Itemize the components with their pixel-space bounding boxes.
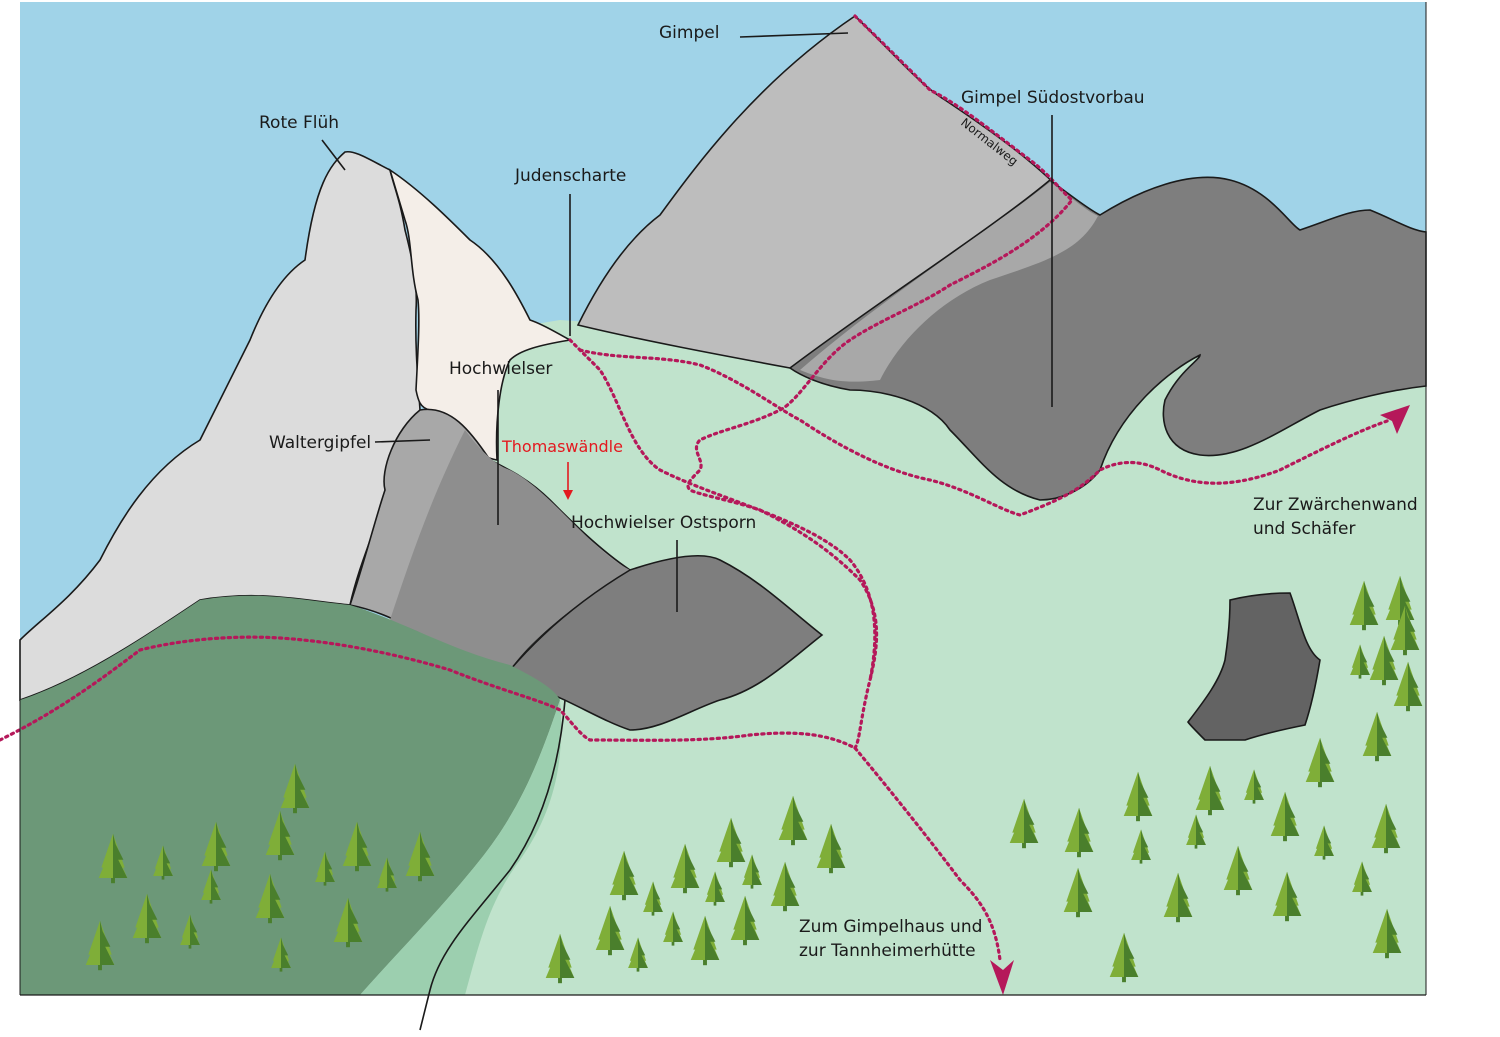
label-zum-gimpelhaus-1: Zum Gimpelhaus und <box>799 917 982 937</box>
route-judenscharte <box>568 338 877 682</box>
hochwielser-shadow-face <box>390 430 630 670</box>
dark-rock-outcrop <box>1187 592 1321 741</box>
label-waltergipfel: Waltergipfel <box>269 433 371 453</box>
label-thomaswaendle: Thomaswändle <box>501 437 623 456</box>
rote-flueh-gully <box>388 168 573 461</box>
leader-waltergipfel <box>374 439 431 443</box>
label-hochwielser-ostsporn: Hochwielser Ostsporn <box>571 513 756 533</box>
label-zur-zwaerchenwand-1: Zur Zwärchenwand <box>1253 495 1418 515</box>
gimpel-sunlit-face <box>800 182 1098 382</box>
red-arrow-icon <box>563 490 573 500</box>
label-judenscharte: Judenscharte <box>514 166 626 186</box>
label-gimpel: Gimpel <box>659 23 719 43</box>
label-zur-zwaerchenwand-2: und Schäfer <box>1253 519 1356 539</box>
route-west-traverse <box>0 635 1002 962</box>
label-hochwielser: Hochwielser <box>449 359 552 379</box>
label-gimpel-suedostvorbau: Gimpel Südostvorbau <box>961 88 1145 108</box>
forest-edge-strip <box>360 700 562 995</box>
leader-gimpel <box>739 32 849 38</box>
leader-rote-flueh <box>321 139 346 171</box>
label-rote-flueh: Rote Flüh <box>259 113 339 133</box>
route-arrow-icon <box>990 960 1014 995</box>
route-arrow-icon <box>1380 405 1410 434</box>
valley-path-line <box>419 699 566 1031</box>
route-to-zwaerchenwand <box>578 348 1392 517</box>
hochwielser-ostsporn-peak <box>509 555 824 731</box>
label-zum-gimpelhaus-2: zur Tannheimerhütte <box>799 941 976 961</box>
route-normalweg <box>686 14 1075 750</box>
